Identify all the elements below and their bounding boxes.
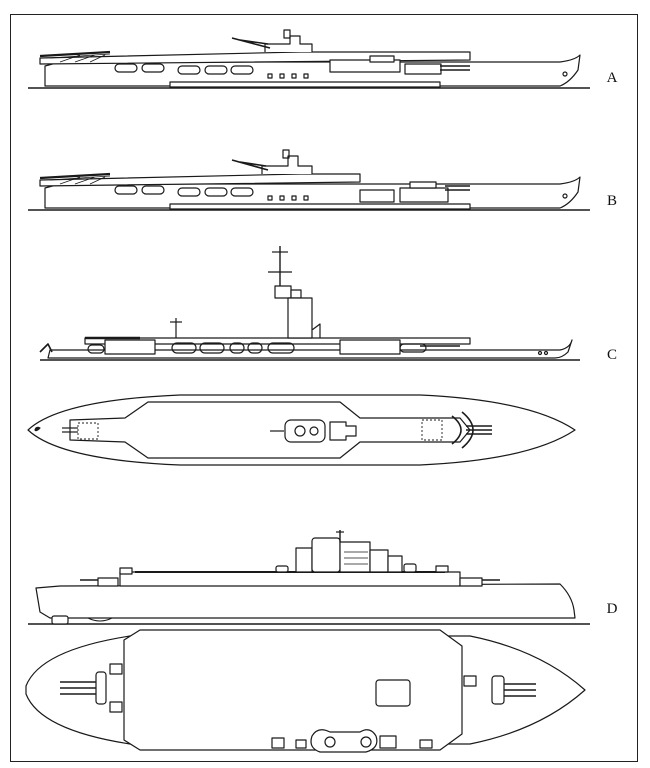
label-b: B xyxy=(606,193,617,209)
ship-b-profile xyxy=(28,149,590,211)
label-a: A xyxy=(606,70,618,86)
ship-c-plan xyxy=(27,394,576,466)
label-c: C xyxy=(606,347,617,363)
ship-d-plan xyxy=(25,629,586,753)
ship-a-profile xyxy=(28,29,590,89)
ship-c-profile xyxy=(39,246,580,361)
label-d: D xyxy=(606,601,618,617)
ship-d-profile xyxy=(28,530,590,625)
